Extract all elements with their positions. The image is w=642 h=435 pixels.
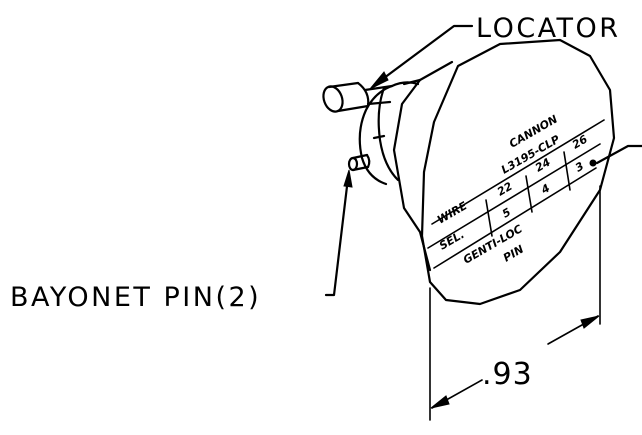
dimension-093: .93 (429, 185, 601, 421)
dimension-value: .93 (482, 357, 533, 392)
locator-callout: LOCATOR (476, 13, 621, 44)
bayonet-leader: BAYONET PIN(2) (10, 169, 353, 313)
dim-arrow-right (580, 315, 600, 329)
face-sel-3: 3 (573, 159, 586, 174)
face-lettering: CANNON L3195-CLP WIRE 22 24 26 SEL. 5 4 … (435, 113, 590, 267)
face-dot-leader (595, 144, 642, 165)
face-sel-4: 4 (538, 182, 552, 198)
face-wire-22: 22 (495, 180, 515, 199)
bayonet-pin-callout: BAYONET PIN(2) (10, 282, 261, 313)
face-footer-line2: PIN (501, 243, 526, 265)
bayonet-pin (347, 153, 371, 172)
bayonet-arrowhead (343, 169, 353, 188)
dim-arrow-left (430, 395, 450, 409)
locator-arrowhead (369, 71, 389, 90)
locator-dot (589, 159, 597, 167)
face-sel-5: 5 (500, 205, 513, 220)
face-sel-label: SEL. (437, 228, 467, 253)
connector-barrel (392, 60, 454, 272)
connector-shell (358, 81, 420, 186)
face-wire-26: 26 (570, 133, 590, 152)
connector-face (420, 38, 616, 306)
face-wire-label: WIRE (435, 199, 470, 227)
locator-leader: LOCATOR (369, 13, 621, 90)
